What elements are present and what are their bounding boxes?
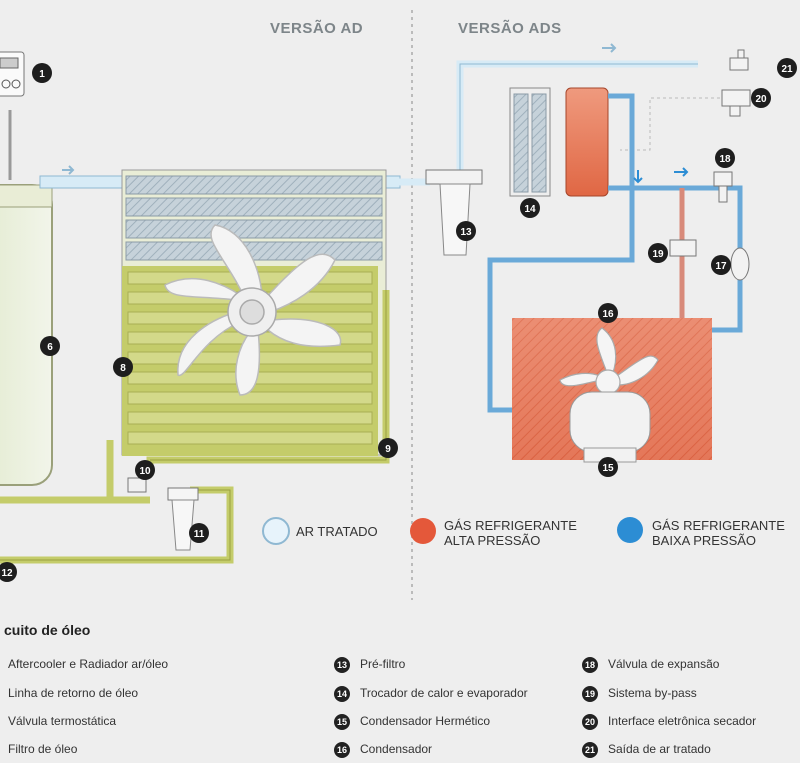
thermostatic-valve bbox=[127, 477, 147, 493]
header-version-ads: VERSÃO ADS bbox=[458, 20, 562, 37]
component-17 bbox=[730, 247, 750, 281]
key-label: Condensador bbox=[360, 742, 433, 756]
key-badge: 15 bbox=[334, 713, 350, 730]
key-label: Válvula de expansão bbox=[608, 657, 720, 671]
key-label: Sistema by-pass bbox=[608, 686, 697, 700]
key-title: cuito de óleo bbox=[4, 622, 91, 638]
badge-1: 1 bbox=[39, 69, 45, 80]
oil-filter bbox=[167, 487, 199, 551]
key-item-hermetic-condenser: 15 Condensador Hermético bbox=[334, 713, 491, 730]
key-item-condenser: 16 Condensador bbox=[334, 741, 433, 758]
key-item-air-outlet: 21 Saída de ar tratado bbox=[582, 741, 711, 758]
badge-6: 6 bbox=[47, 342, 53, 353]
legend-high-pressure-line2: ALTA PRESSÃO bbox=[444, 533, 541, 548]
key-badge: 16 bbox=[334, 741, 350, 758]
key-item-expansion-valve: 18 Válvula de expansão bbox=[582, 656, 720, 673]
badge-17: 17 bbox=[715, 261, 727, 272]
badge-21: 21 bbox=[781, 64, 793, 75]
expansion-valve bbox=[713, 171, 733, 203]
key-item-bypass-system: 19 Sistema by-pass bbox=[582, 685, 697, 702]
badge-12: 12 bbox=[1, 568, 13, 579]
electronic-interface bbox=[721, 89, 751, 117]
badge-11: 11 bbox=[194, 529, 205, 540]
legend-low-pressure: GÁS REFRIGERANTE BAIXA PRESSÃO bbox=[652, 518, 785, 548]
condenser-fan bbox=[559, 327, 659, 395]
cooler-fan bbox=[164, 224, 342, 396]
legend-high-pressure: GÁS REFRIGERANTE ALTA PRESSÃO bbox=[444, 518, 577, 548]
key-item-heat-exchanger: 14 Trocador de calor e evaporador bbox=[334, 685, 528, 702]
heat-exchanger bbox=[509, 87, 609, 197]
pre-filter bbox=[425, 169, 483, 256]
key-badge: 14 bbox=[334, 685, 350, 702]
badge-19: 19 bbox=[652, 249, 664, 260]
key-badge: 18 bbox=[582, 656, 598, 673]
key-badge: 21 bbox=[582, 741, 598, 758]
badge-9: 9 bbox=[385, 444, 391, 455]
key-badge: 13 bbox=[334, 656, 350, 673]
key-item-oil-filter: Filtro de óleo bbox=[8, 742, 78, 756]
badge-16: 16 bbox=[602, 309, 614, 320]
key-item-aftercooler: Aftercooler e Radiador ar/óleo bbox=[8, 657, 169, 671]
badge-18: 18 bbox=[719, 154, 731, 165]
bypass-valve bbox=[669, 239, 697, 257]
key-label: Saída de ar tratado bbox=[608, 742, 711, 756]
key-label: Trocador de calor e evaporador bbox=[360, 686, 528, 700]
badge-10: 10 bbox=[139, 466, 151, 477]
badge-8: 8 bbox=[120, 363, 126, 374]
legend-low-pressure-line2: BAIXA PRESSÃO bbox=[652, 533, 757, 548]
key-label: Condensador Hermético bbox=[360, 714, 491, 728]
badge-20: 20 bbox=[755, 94, 767, 105]
oil-separator-tank bbox=[0, 184, 53, 486]
header-version-ad: VERSÃO AD bbox=[270, 20, 364, 37]
key-item-thermostatic-valve: Válvula termostática bbox=[8, 714, 117, 728]
legend-low-pressure-line1: GÁS REFRIGERANTE bbox=[652, 518, 785, 533]
key-item-oil-return-line: Linha de retorno de óleo bbox=[8, 686, 139, 700]
key-label: Pré-filtro bbox=[360, 657, 406, 671]
legend-icons bbox=[262, 517, 643, 545]
key-label: Interface eletrônica secador bbox=[608, 714, 757, 728]
badge-14: 14 bbox=[524, 204, 536, 215]
badge-15: 15 bbox=[602, 463, 614, 474]
air-outlet bbox=[729, 49, 749, 71]
legend-air: AR TRATADO bbox=[296, 524, 378, 539]
key-badge: 19 bbox=[582, 685, 598, 702]
key-item-pre-filter: 13 Pré-filtro bbox=[334, 656, 406, 673]
flow-arrows bbox=[62, 43, 689, 184]
hermetic-compressor bbox=[569, 391, 651, 463]
badge-13: 13 bbox=[460, 227, 472, 238]
controller-panel bbox=[0, 51, 25, 97]
key-badge: 20 bbox=[582, 713, 598, 730]
legend-high-pressure-line1: GÁS REFRIGERANTE bbox=[444, 518, 577, 533]
key-item-electronic-interface: 20 Interface eletrônica secador bbox=[582, 713, 757, 730]
component-badges bbox=[0, 58, 797, 582]
